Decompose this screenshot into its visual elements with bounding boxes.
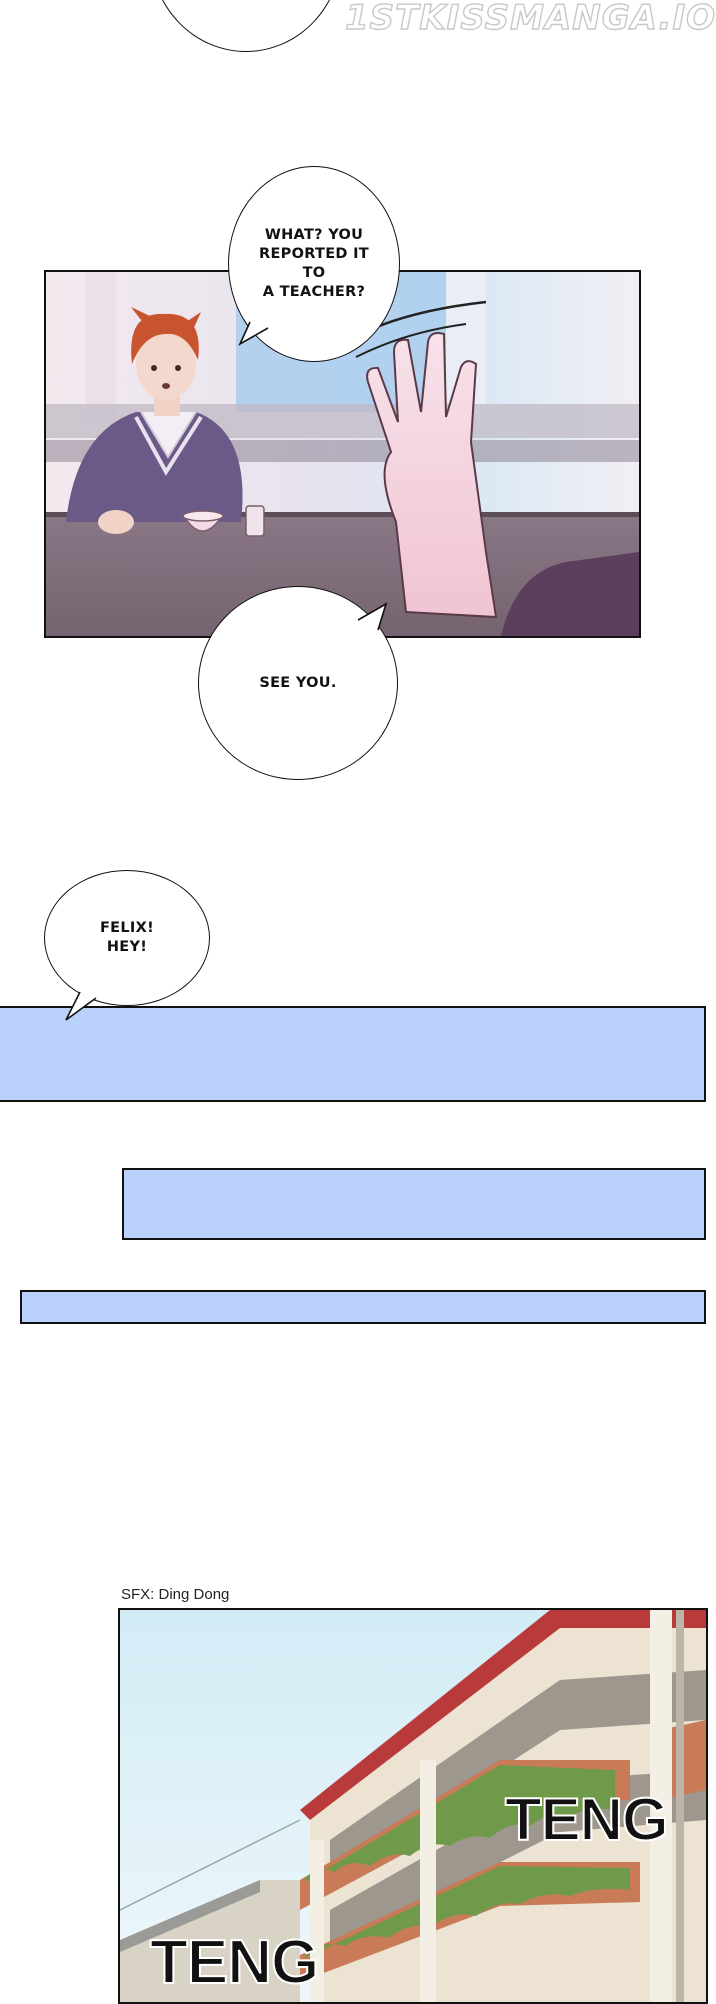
speech-bubble-see-you-tail [357,602,388,631]
speech-bubble-top-partial [150,0,342,52]
blue-band-panel-2 [122,1168,706,1240]
cafeteria-scene-illustration [46,272,639,636]
speech-bubble-reported: WHAT? YOU REPORTED IT TO A TEACHER? [228,166,400,362]
blue-band-panel-1 [0,1006,706,1102]
speech-bubble-felix-tail [65,991,97,1021]
panel-school-building [118,1608,708,2004]
speech-bubble-reported-tail [238,321,269,346]
speech-bubble-felix: FELIX! HEY! [44,870,210,1006]
sfx-teng-right: TENG [504,1786,670,1853]
blue-band-panel-3 [20,1290,706,1324]
sfx-caption: SFX: Ding Dong [121,1586,230,1603]
school-building-illustration [119,1610,706,2002]
panel-cafeteria [44,270,641,638]
speech-bubble-reported-text: WHAT? YOU REPORTED IT TO A TEACHER? [258,227,369,300]
speech-bubble-felix-text: FELIX! HEY! [99,920,155,955]
watermark-text: 1STKISSMANGA.IO [344,0,716,38]
sfx-teng-left: TENG [149,1928,320,1997]
speech-bubble-see-you-text: SEE YOU. [259,674,337,691]
